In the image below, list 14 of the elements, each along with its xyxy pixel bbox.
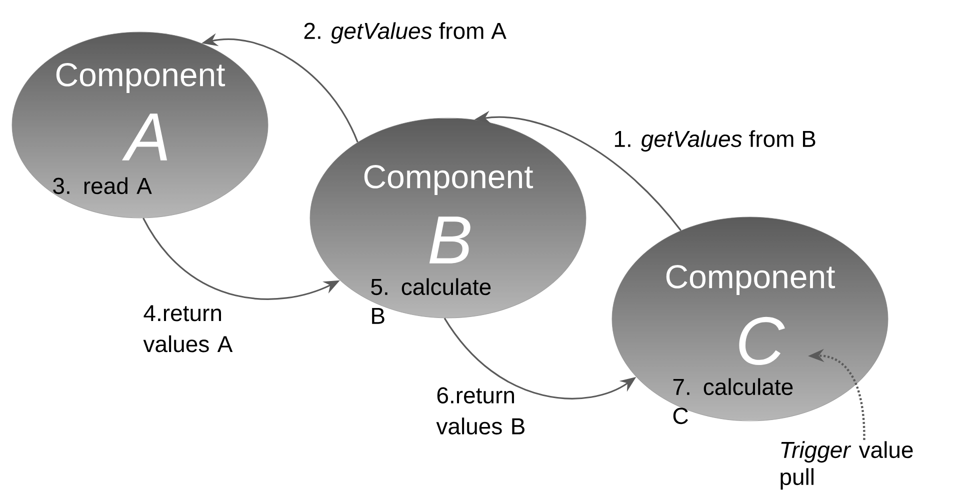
step-label: 7. calculate C (673, 378, 793, 424)
step-label: 3. read A (53, 177, 152, 194)
step-label: 5. calculate B (371, 278, 491, 324)
edge-label: 4.return values A (143, 305, 233, 352)
edge-label: 2. getValues from A (304, 22, 506, 44)
component-letter: B (429, 216, 470, 264)
component-title: Component (56, 63, 226, 93)
edge-label: 6.return values B (436, 387, 524, 434)
component-letter: A (122, 114, 168, 160)
component-letter: C (739, 316, 785, 366)
edge-label: 1. getValues from B (614, 130, 816, 152)
component-title: Component (666, 265, 836, 295)
component-title: Component (364, 165, 534, 195)
trigger-label: Trigger value pull (780, 441, 913, 490)
